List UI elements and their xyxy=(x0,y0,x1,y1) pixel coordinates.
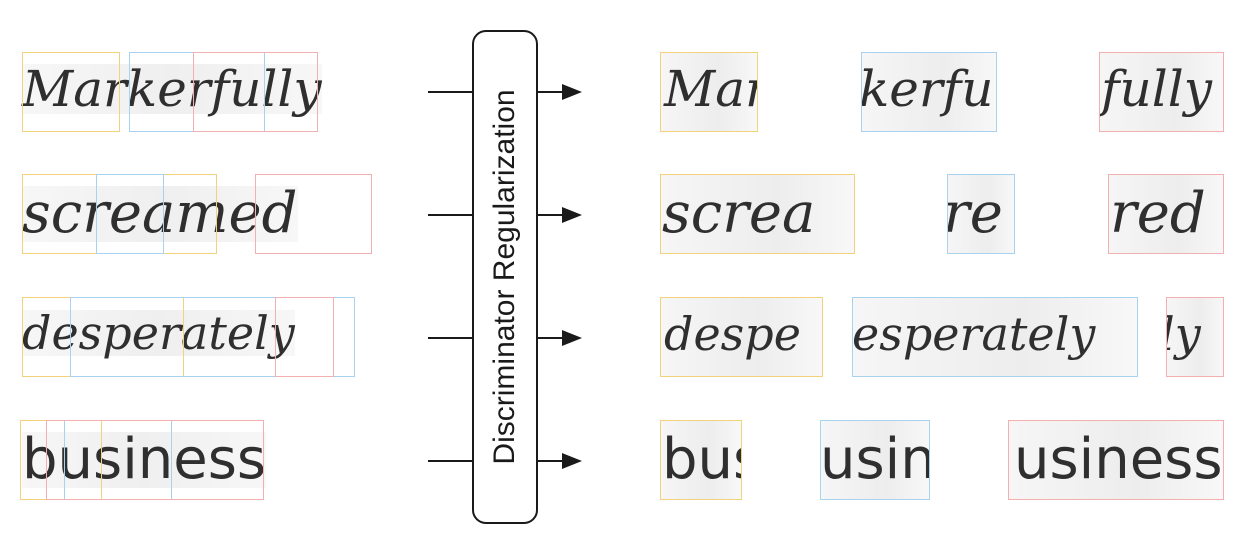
word-image-row1: Markerfully xyxy=(22,60,322,118)
crop-row2-blue: re xyxy=(947,174,1015,254)
crop-row2-yellow: screa xyxy=(660,174,855,254)
crop-row1-yellow: Mar xyxy=(660,52,758,132)
crop-row1-red: fully xyxy=(1099,52,1224,132)
crop-row2-red: red xyxy=(1108,174,1224,254)
discriminator-module-label: Discriminator Regularization xyxy=(488,89,521,465)
word-image-row4: business xyxy=(22,427,267,492)
crop-row4-red: usiness xyxy=(1008,420,1224,500)
discriminator-module-box xyxy=(472,30,538,524)
crop-row3-blue: esperately xyxy=(852,297,1138,377)
crop-row1-blue: kerfu xyxy=(861,52,997,132)
crop-row3-red: ly xyxy=(1166,297,1224,377)
crop-row4-blue: usin xyxy=(820,420,930,500)
crop-row4-yellow: bus xyxy=(660,420,742,500)
word-image-row3: desperately xyxy=(22,306,295,360)
crop-row3-yellow: despe xyxy=(660,297,823,377)
word-image-row2: screamed xyxy=(22,181,298,246)
